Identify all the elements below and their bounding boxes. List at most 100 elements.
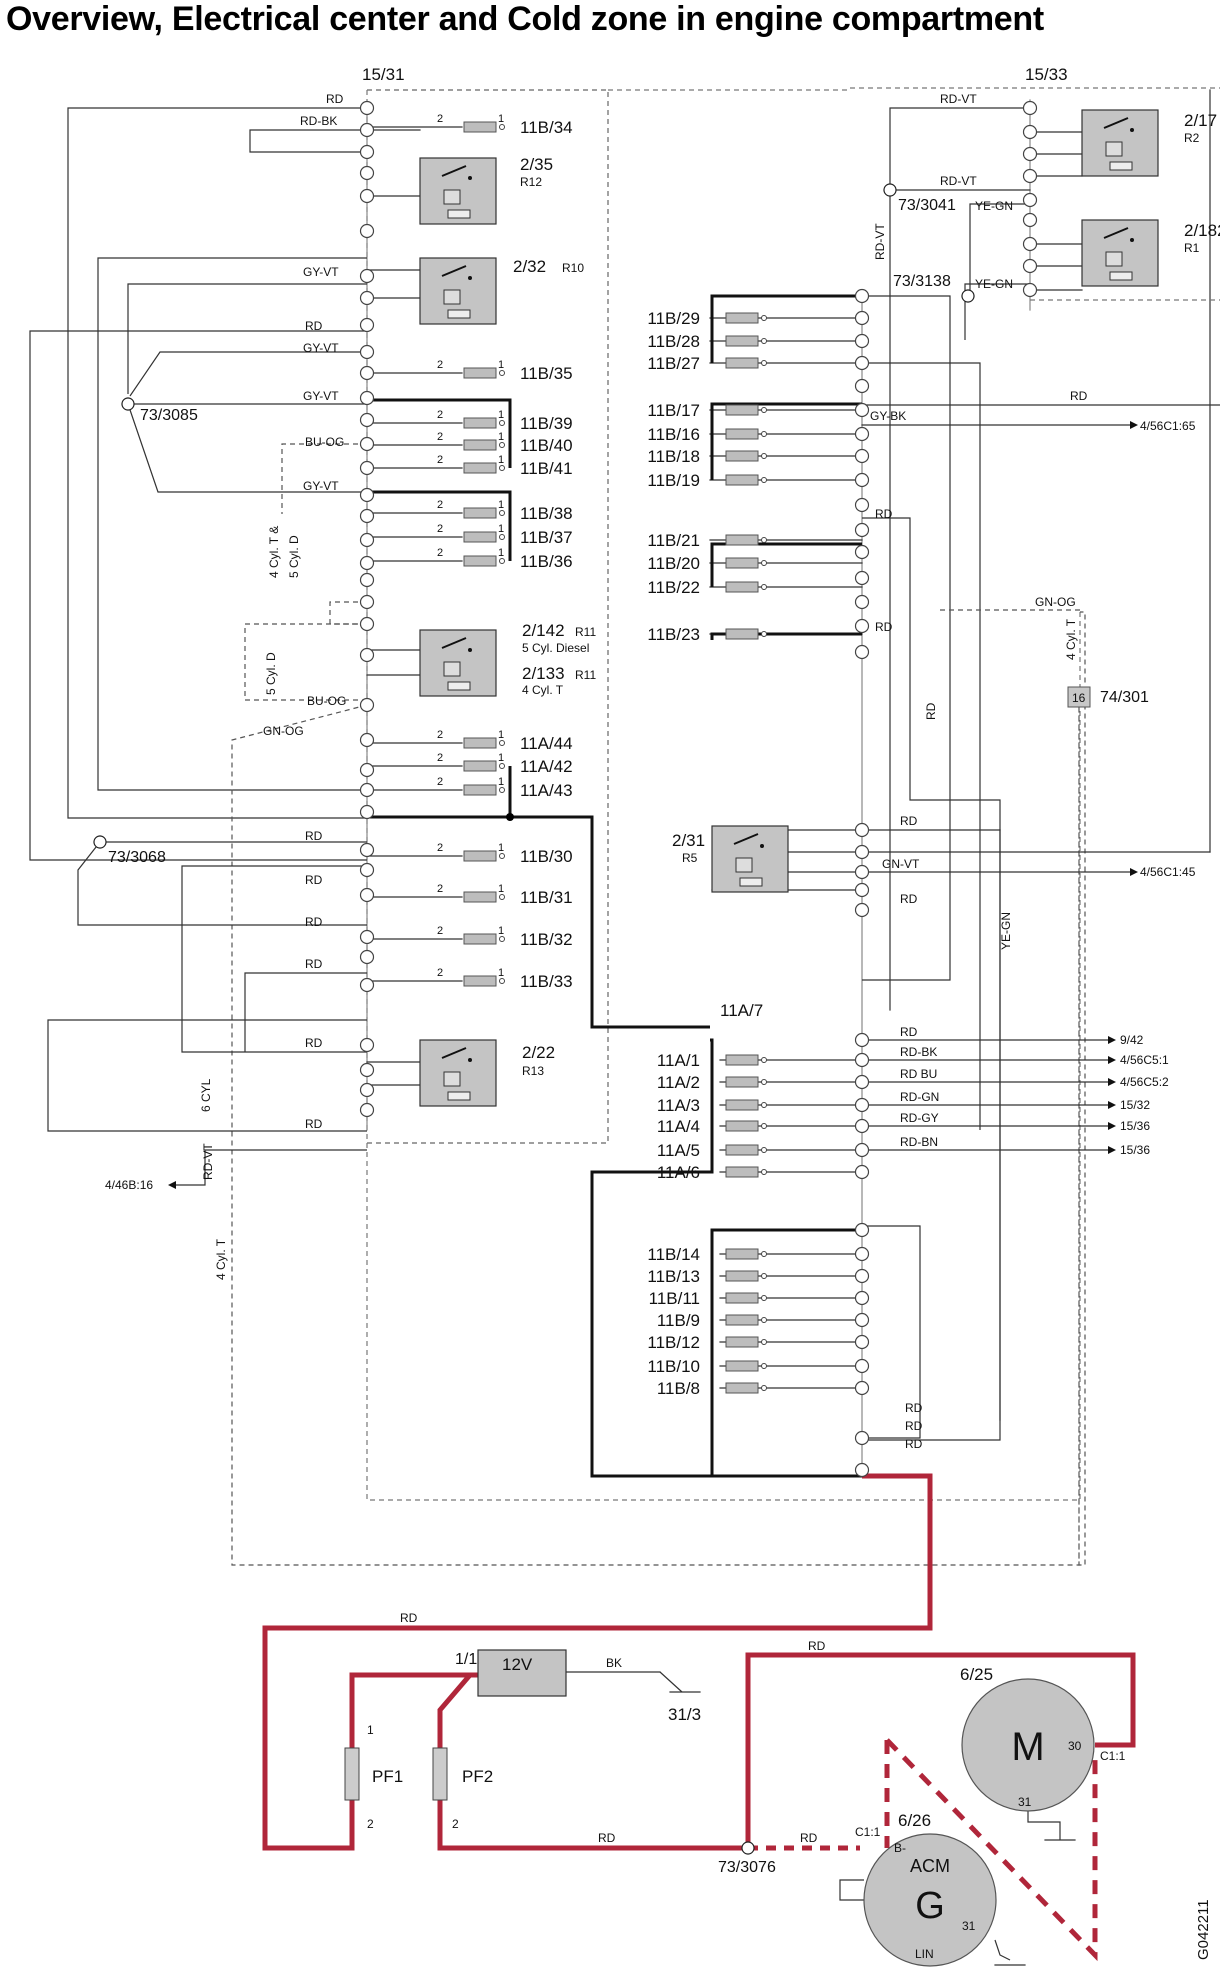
terminal — [854, 1268, 870, 1284]
pin-label: 31 — [962, 1919, 976, 1933]
pin-label: 1 — [498, 113, 504, 125]
pin-label: 2 — [437, 523, 443, 535]
terminal — [359, 532, 375, 548]
fuse-label: 11B/22 — [647, 578, 700, 597]
terminal — [359, 100, 375, 116]
fuse — [463, 462, 497, 474]
arrow — [1108, 1056, 1116, 1064]
relay-resistor — [1109, 161, 1133, 171]
fuse — [725, 1054, 759, 1066]
note-cyl: 5 Cyl. D — [287, 535, 301, 578]
relay-ref: R13 — [522, 1064, 544, 1078]
ground-label: 31/3 — [668, 1705, 701, 1724]
wire-motor-ground — [1027, 1811, 1061, 1840]
fuse-label: 11A/1 — [657, 1051, 700, 1070]
fuse-label: 11B/12 — [647, 1333, 700, 1352]
fuse-pin — [499, 442, 505, 448]
fuse-pin — [499, 894, 505, 900]
wire-color-label: RD — [305, 1117, 323, 1131]
fuse — [463, 555, 497, 567]
fuse-pf1 — [344, 1747, 360, 1801]
relay-switch — [1103, 117, 1129, 129]
pin-label: 2 — [437, 359, 443, 371]
terminal — [359, 436, 375, 452]
fuse — [463, 507, 497, 519]
terminal — [1022, 212, 1038, 228]
relay-contact — [468, 176, 472, 180]
fuse-label: 11A/2 — [657, 1073, 700, 1092]
terminal — [359, 1037, 375, 1053]
splice-label: 73/3041 — [898, 197, 956, 214]
fuse — [463, 417, 497, 429]
pin-label: 2 — [452, 1817, 459, 1831]
wire-gy-vt-5 — [127, 403, 367, 493]
wire-rd-vt-a — [889, 107, 1030, 190]
terminal — [359, 390, 375, 406]
fuse-label: 11B/17 — [647, 401, 700, 420]
wire-rd-4 — [181, 865, 367, 1053]
terminal — [854, 1052, 870, 1068]
fuse-pin — [499, 420, 505, 426]
fuse-label: 11B/33 — [520, 972, 573, 991]
fuse-group-label: 11A/7 — [720, 1001, 763, 1020]
fuse-label: 11B/21 — [647, 531, 700, 550]
terminal — [854, 864, 870, 880]
wire-ye-gn-b — [964, 283, 1030, 340]
fuse — [725, 1360, 759, 1372]
terminal — [359, 887, 375, 903]
wire-color-label: RD — [808, 1639, 826, 1653]
fuse-label: 11B/39 — [520, 414, 573, 433]
fuse-label: 11A/42 — [520, 757, 573, 776]
destination-label: 15/36 — [1120, 1143, 1150, 1157]
fuse-label: 11A/44 — [520, 734, 573, 753]
splice-73-3041 — [883, 183, 897, 197]
relay-coil — [443, 1071, 461, 1087]
terminal — [1022, 282, 1038, 298]
terminal — [854, 618, 870, 634]
fuse-label: 11B/34 — [520, 118, 573, 137]
terminal — [359, 782, 375, 798]
fuse-pin — [499, 978, 505, 984]
wire-color-label: RD — [305, 915, 323, 929]
node-label: 74/301 — [1100, 689, 1149, 706]
wire-rd-outer — [67, 107, 367, 819]
destination-label: 9/42 — [1120, 1033, 1144, 1047]
terminal — [359, 555, 375, 571]
wire-color-label: RD — [905, 1437, 923, 1451]
wire-color-label: RD — [1070, 389, 1088, 403]
bus-mid-4 — [710, 632, 862, 640]
motor-id: 6/25 — [960, 1665, 993, 1684]
fuse-pin — [761, 453, 767, 459]
terminal — [359, 949, 375, 965]
terminal — [359, 616, 375, 632]
terminal — [854, 1462, 870, 1478]
pin-label: 1 — [498, 967, 504, 979]
wire-rd-mid — [862, 295, 951, 981]
fuse-pin — [499, 465, 505, 471]
power-wire-pf2 — [437, 1673, 748, 1851]
terminal — [359, 732, 375, 748]
page-title: Overview, Electrical center and Cold zon… — [6, 0, 1044, 38]
fuse-label: 11A/6 — [657, 1163, 700, 1182]
relay-coil — [735, 857, 753, 873]
wire-color-label: RD — [905, 1419, 923, 1433]
terminal — [854, 1164, 870, 1180]
fuse — [725, 1336, 759, 1348]
bus-mid-3 — [710, 542, 862, 587]
relay-id: 2/22 — [522, 1043, 555, 1062]
splice-label: 73/3076 — [718, 1859, 776, 1876]
blocks-layer — [93, 100, 1159, 1967]
fuse-pin — [499, 510, 505, 516]
terminal — [359, 344, 375, 360]
fuse — [725, 1120, 759, 1132]
wire-gy-vt-1 — [97, 257, 367, 791]
relay-switch — [733, 833, 759, 845]
relay-coil — [443, 661, 461, 677]
fuse-label: 11B/23 — [647, 625, 700, 644]
wire-color-label: RD-VT — [940, 174, 977, 188]
bus-mid-2 — [710, 402, 862, 480]
terminal — [359, 268, 375, 284]
terminal — [854, 1334, 870, 1350]
terminal — [854, 1246, 870, 1262]
terminal — [854, 822, 870, 838]
